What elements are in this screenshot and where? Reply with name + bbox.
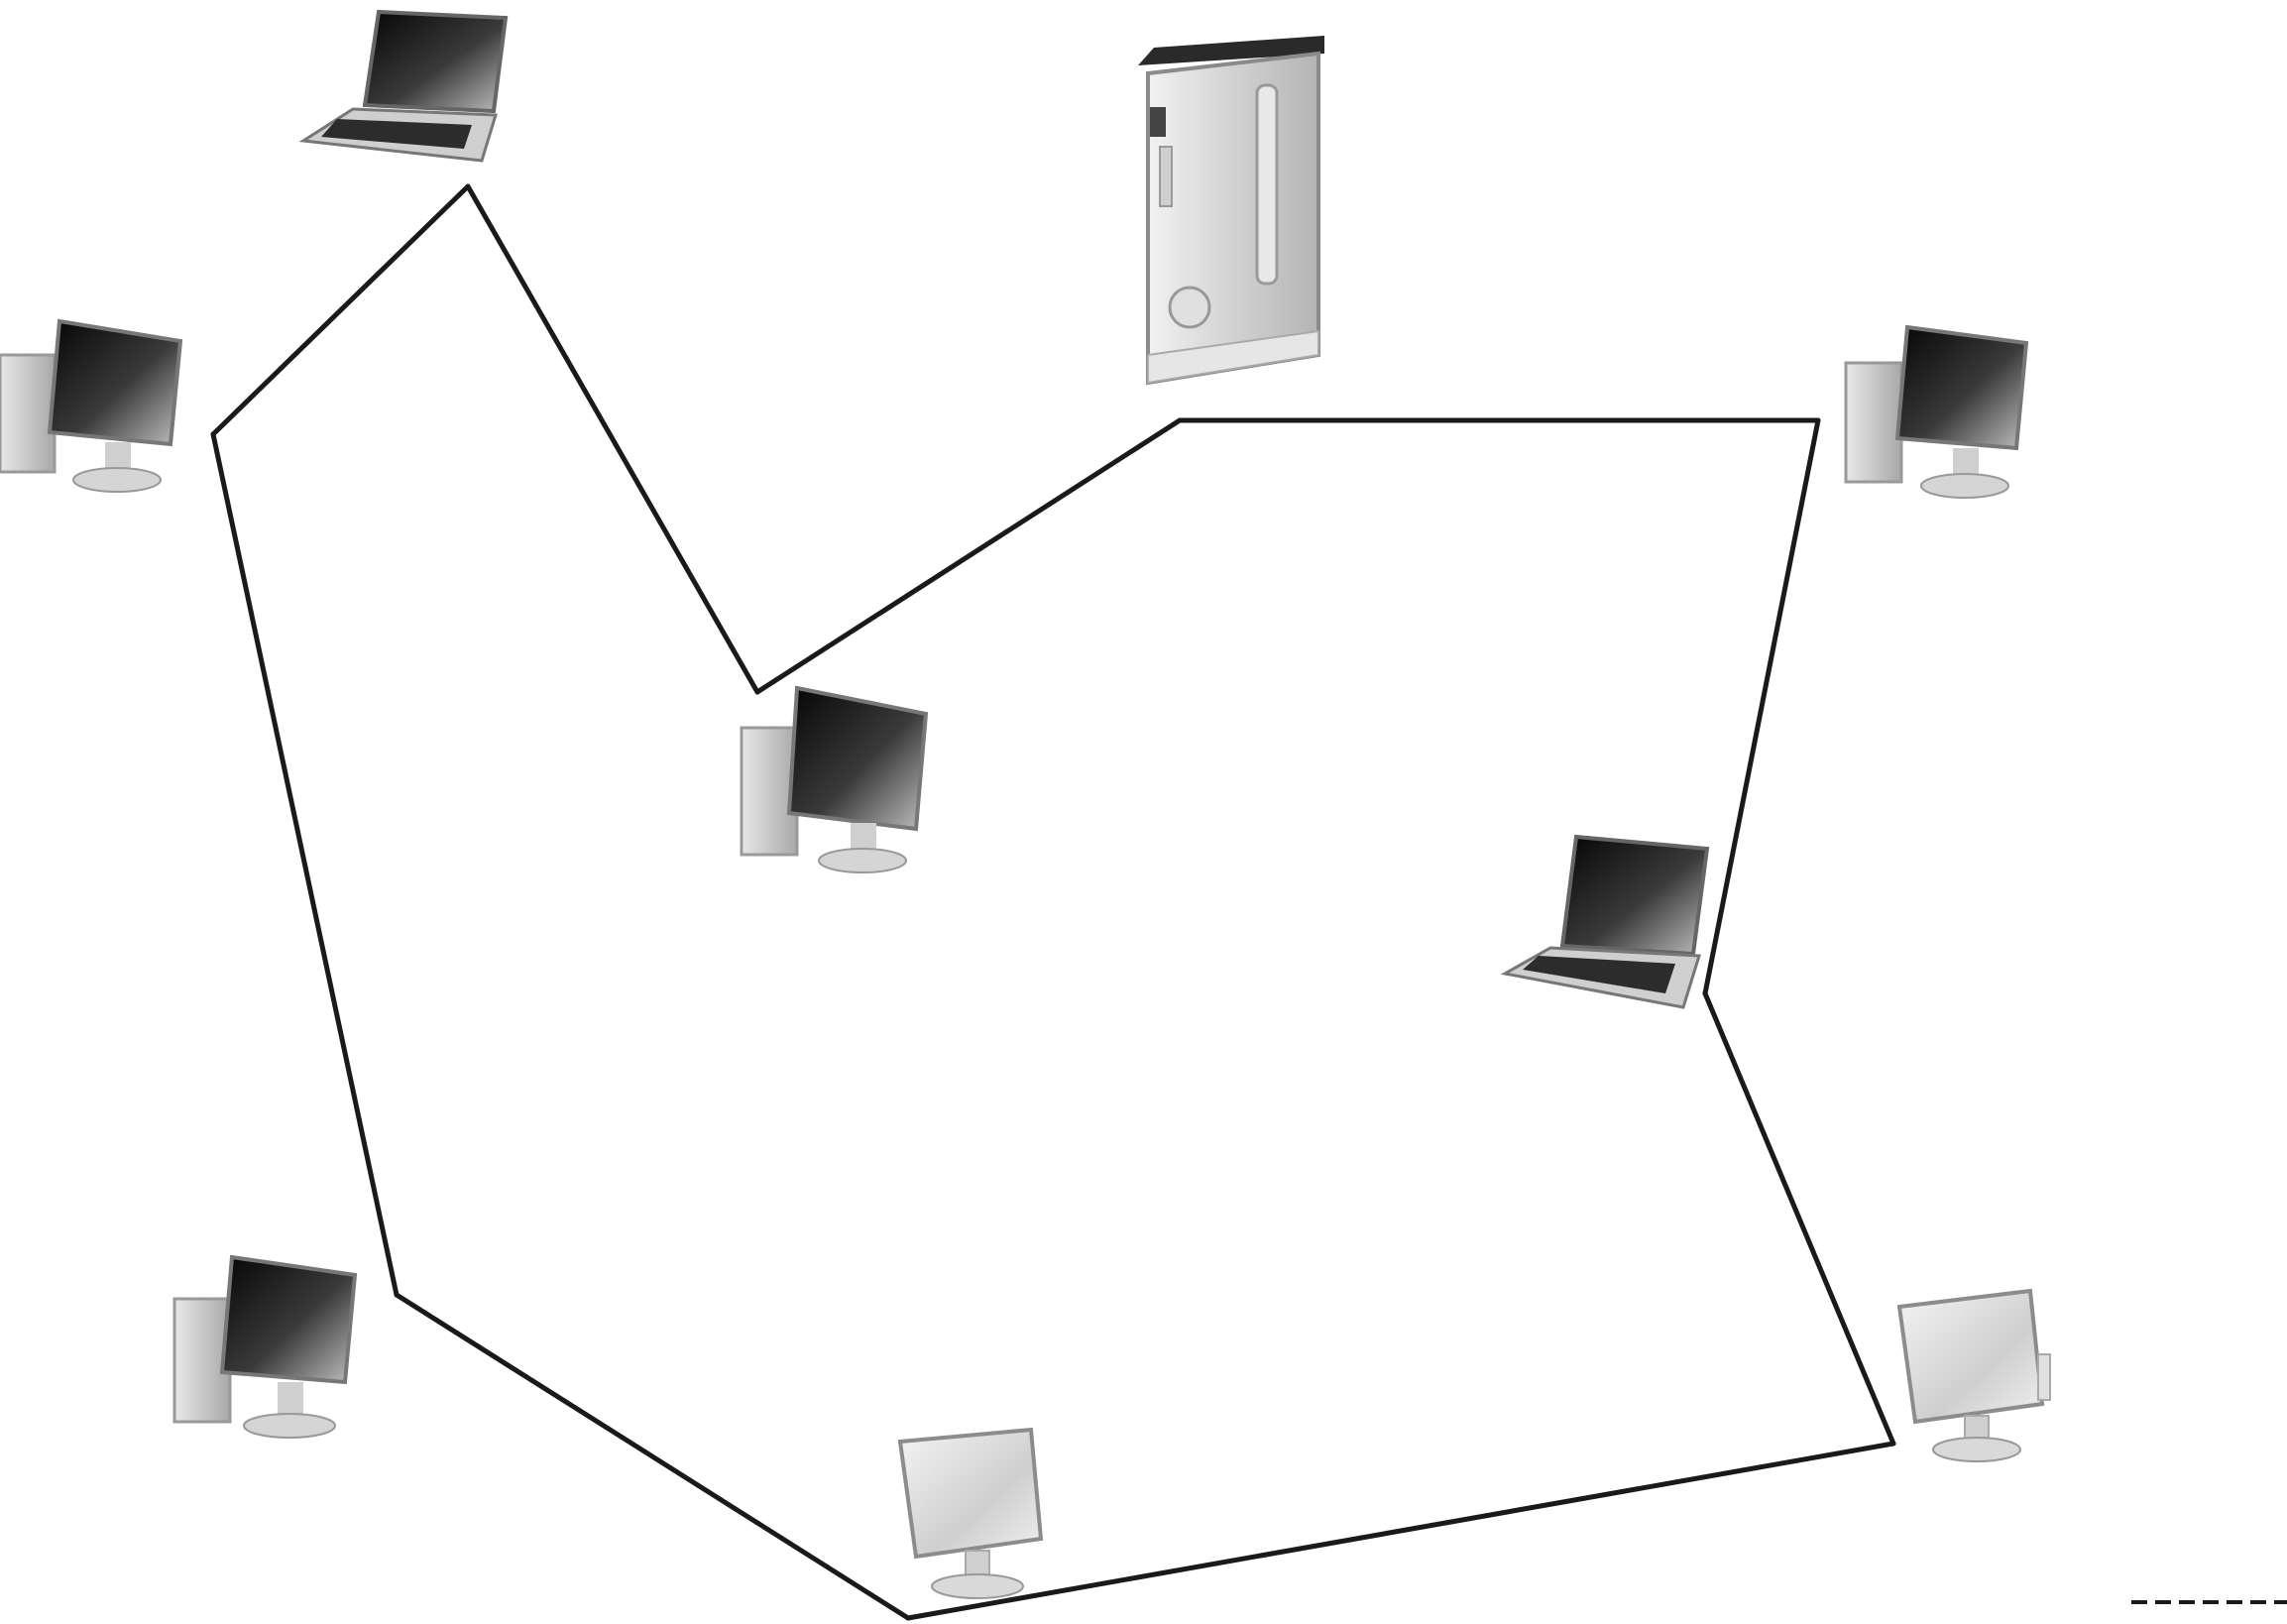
link-desktop-left-to-laptop-top-left (210, 183, 471, 437)
link-desktop-bottom-left-to-desktop-left (210, 431, 400, 1298)
link-desktop-center-to-game-console (754, 417, 1183, 695)
game-console-icon (1138, 36, 1324, 386)
laptop-icon (298, 9, 509, 163)
link-desktop-right-to-laptop-right (1702, 417, 1821, 996)
link-laptop-right-to-monitor-bottom-right (1702, 990, 1896, 1447)
link-monitor-bottom-right-to-monitor-bottom-center (905, 1441, 1896, 1621)
desktop-computer-icon (172, 1254, 358, 1439)
monitor-icon (897, 1427, 1044, 1599)
desktop-computer-icon (740, 685, 929, 873)
desktop-computer-icon (1844, 324, 2029, 499)
link-laptop-top-left-to-desktop-center (465, 183, 760, 695)
desktop-computer-icon (0, 318, 183, 493)
monitor-icon (1896, 1288, 2051, 1462)
link-monitor-bottom-center-to-desktop-bottom-left (394, 1292, 911, 1621)
laptop-icon (1500, 834, 1710, 1009)
network-links (210, 183, 1896, 1621)
